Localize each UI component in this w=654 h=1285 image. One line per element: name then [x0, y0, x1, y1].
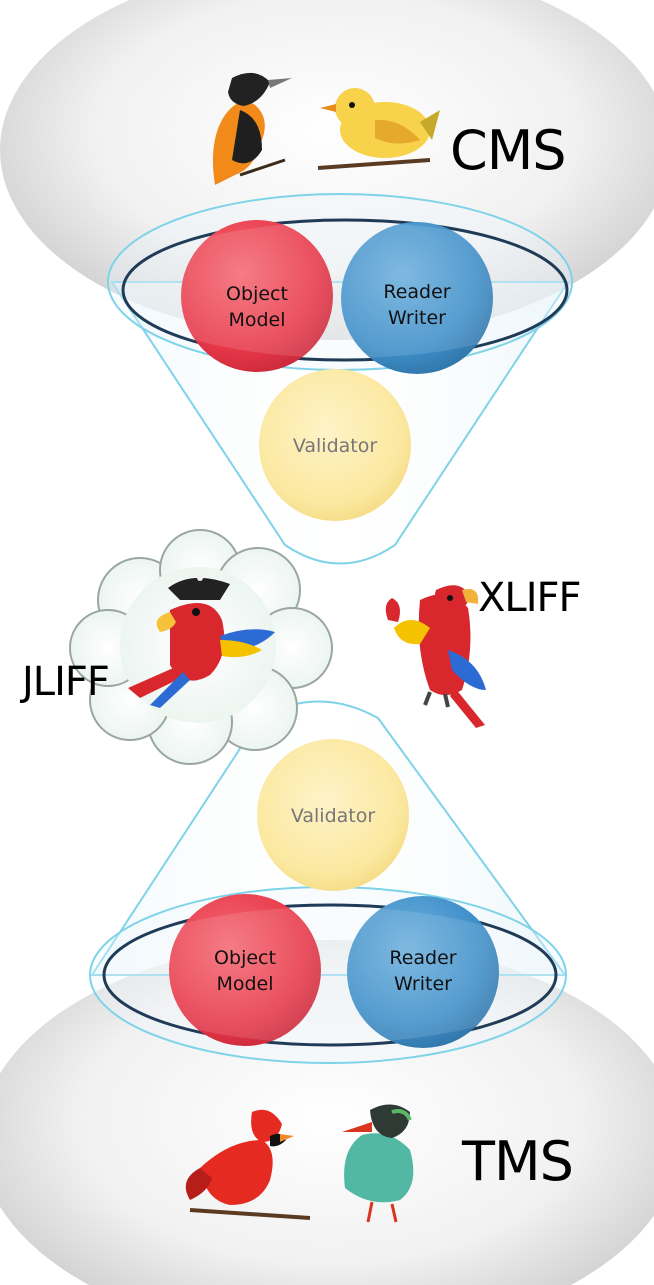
- jliff-label: JLIFF: [22, 659, 110, 705]
- tms-object-model-label-2: Model: [216, 973, 273, 995]
- cms-validator-label: Validator: [293, 435, 378, 457]
- cms-funnel: Object Model Reader Writer Validator: [107, 193, 573, 565]
- cms-object-model-label-1: Object: [226, 283, 288, 305]
- cms-background-blob: [0, 0, 654, 340]
- cms-object-model-circle: [181, 220, 333, 372]
- macaw-parrot-icon: [385, 585, 486, 728]
- oriole-bird-icon: [212, 72, 292, 185]
- tms-reader-writer-label-1: Reader: [389, 947, 456, 969]
- tms-validator-circle: [257, 739, 409, 891]
- cms-reader-writer-circle: [341, 222, 493, 374]
- tms-object-model-circle: [169, 894, 321, 1046]
- cms-validator-circle: [259, 369, 411, 521]
- pirate-parrot-icon: [128, 575, 275, 708]
- tms-label: TMS: [462, 1130, 574, 1193]
- cms-object-model-label-2: Model: [228, 309, 285, 331]
- cms-label: CMS: [450, 119, 567, 182]
- tms-background-blob: [0, 940, 654, 1285]
- tms-validator-label: Validator: [291, 805, 376, 827]
- xliff-label: XLIFF: [478, 575, 581, 621]
- cms-reader-writer-label-2: Writer: [388, 307, 446, 329]
- teal-bird-icon: [342, 1104, 414, 1223]
- tms-object-model-label-1: Object: [214, 947, 276, 969]
- yellow-bird-icon: [317, 88, 440, 170]
- cms-reader-writer-label-1: Reader: [383, 281, 450, 303]
- cardinal-bird-icon: [185, 1109, 311, 1220]
- tms-funnel: Validator Object Model Reader Writer: [89, 700, 567, 1064]
- tms-reader-writer-circle: [347, 896, 499, 1048]
- tms-reader-writer-label-2: Writer: [394, 973, 452, 995]
